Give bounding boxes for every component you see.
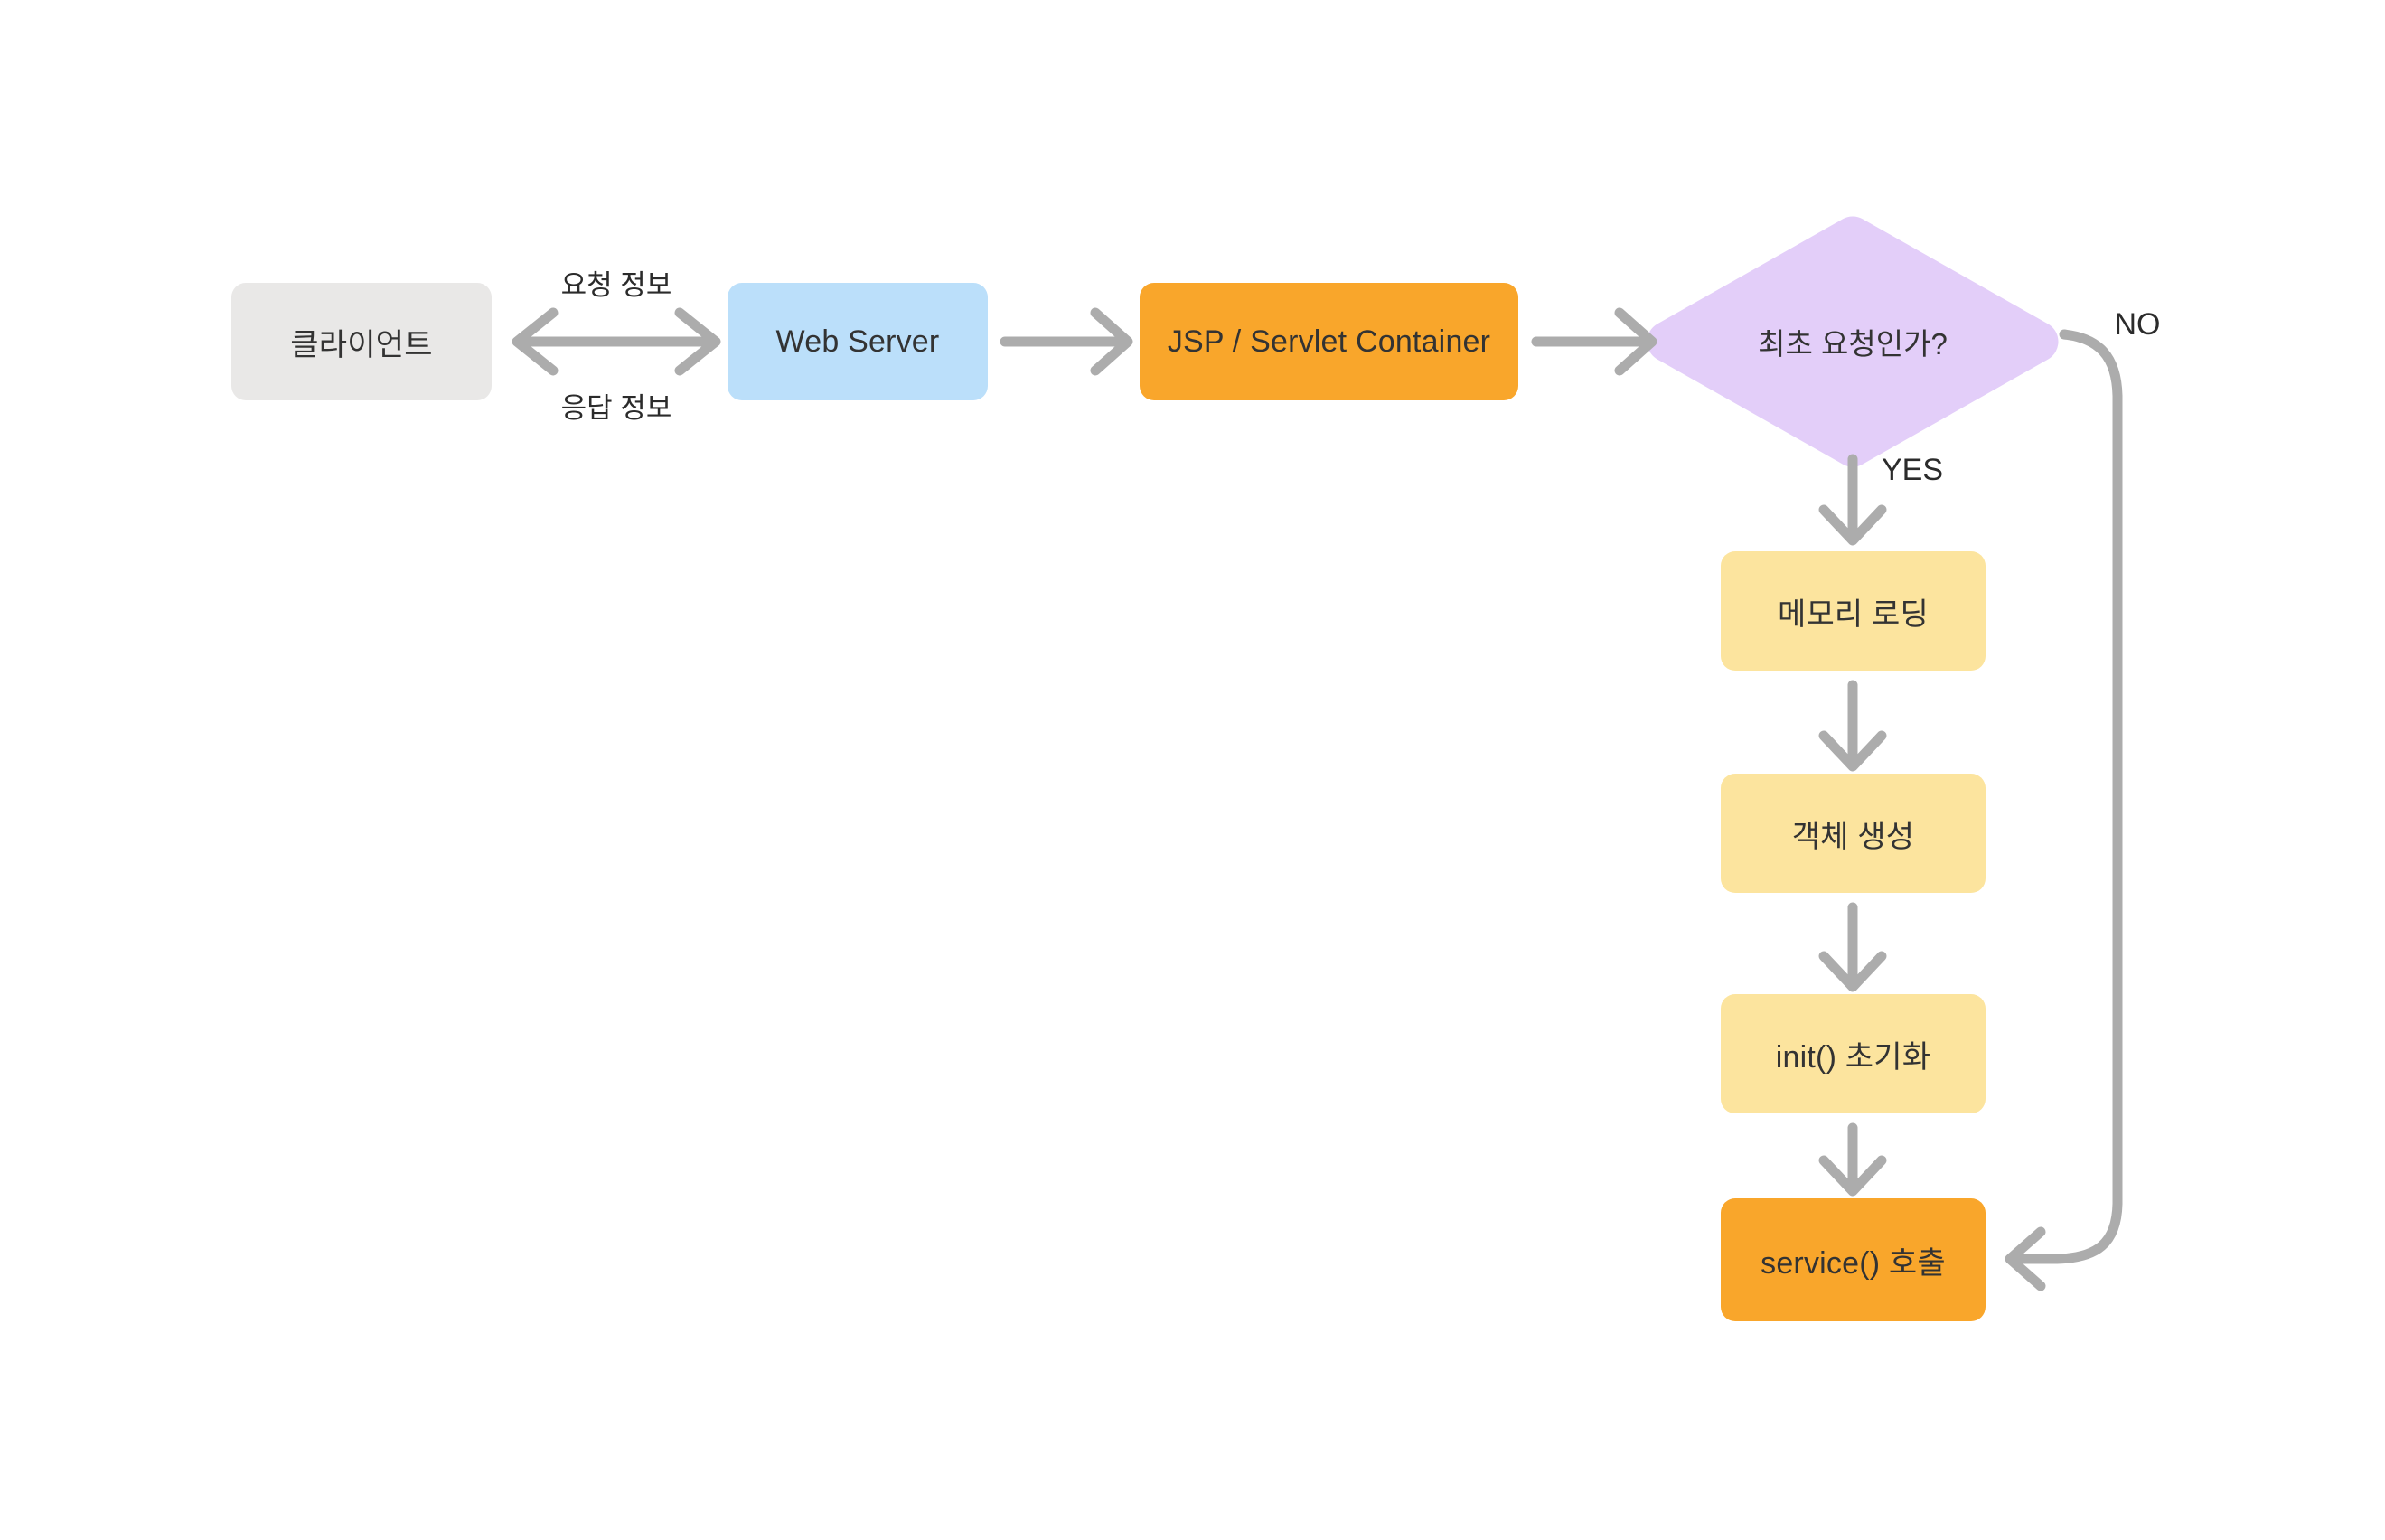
decision-diamond-shape <box>1647 216 2059 467</box>
arrow-memory-object-chevron <box>1818 730 1887 772</box>
node-service-call: service() 호출 <box>1721 1198 1986 1321</box>
node-first-request-decision: 최초 요청인가? <box>1667 283 2038 400</box>
arrow-init-service-chevron <box>1818 1155 1887 1197</box>
node-memory-loading: 메모리 로딩 <box>1721 551 1986 671</box>
node-object-creation-label: 객체 생성 <box>1791 819 1915 854</box>
node-init-label: init() 초기화 <box>1775 1039 1931 1075</box>
node-object-creation: 객체 생성 <box>1721 774 1986 893</box>
node-service-call-label: service() 호출 <box>1761 1245 1946 1281</box>
edge-label-request-info: 요청 정보 <box>517 264 716 301</box>
node-web-server: Web Server <box>728 283 988 400</box>
arrow-left-chevron <box>512 307 559 376</box>
edge-label-no-text: NO <box>2114 306 2161 342</box>
node-init: init() 초기화 <box>1721 994 1986 1113</box>
arrow-jsp-decision-chevron <box>1614 307 1657 376</box>
node-jsp-servlet-container: JSP / Servlet Container <box>1140 283 1518 400</box>
arrow-yes-chevron <box>1818 504 1887 546</box>
node-client: 클라이언트 <box>231 283 492 400</box>
arrow-no-chevron <box>2005 1226 2046 1291</box>
node-jsp-servlet-container-label: JSP / Servlet Container <box>1167 324 1491 359</box>
arrow-right-chevron <box>674 307 721 376</box>
node-client-label: 클라이언트 <box>290 327 433 362</box>
edge-label-yes-text: YES <box>1882 452 1944 487</box>
node-first-request-decision-label: 최초 요청인가? <box>1758 327 1948 361</box>
node-memory-loading-label: 메모리 로딩 <box>1777 596 1930 632</box>
node-web-server-label: Web Server <box>775 324 940 359</box>
arrow-no-path <box>2012 329 2123 1264</box>
edge-label-response-info: 응답 정보 <box>517 387 716 424</box>
edge-label-request-info-text: 요청 정보 <box>560 268 672 301</box>
edge-label-response-info-text: 응답 정보 <box>560 391 672 424</box>
arrow-object-init-chevron <box>1818 951 1887 992</box>
arrow-webserver-jsp-chevron <box>1090 307 1133 376</box>
edge-label-no: NO <box>2097 305 2178 343</box>
edge-label-yes: YES <box>1882 451 1990 489</box>
